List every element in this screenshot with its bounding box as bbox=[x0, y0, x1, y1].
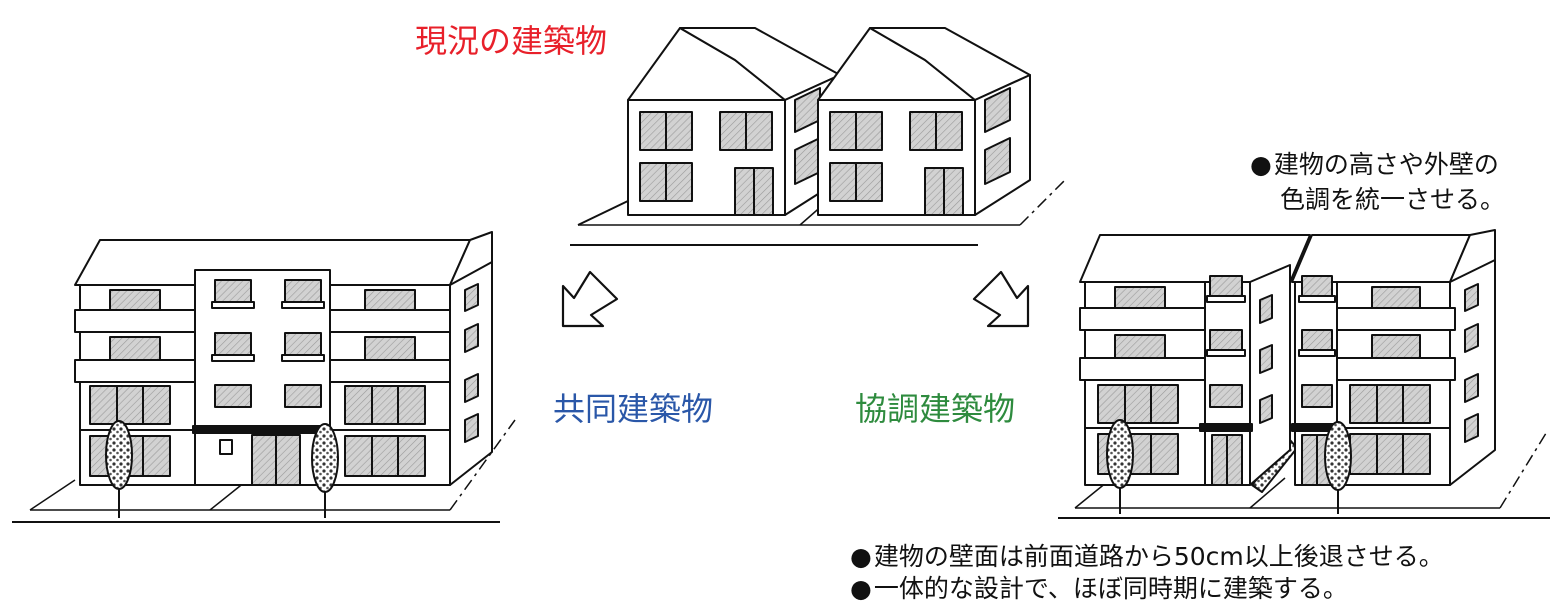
note-setback-text: 建物の壁面は前面道路から50cm以上後退させる。 bbox=[873, 542, 1444, 571]
label-current-buildings: 現況の建築物 bbox=[415, 22, 608, 60]
bullet-icon: ● bbox=[1250, 150, 1272, 179]
bullet-icon: ● bbox=[850, 574, 872, 603]
cooperative-buildings bbox=[1058, 229, 1550, 519]
current-building-a bbox=[627, 27, 841, 216]
joint-building bbox=[12, 231, 516, 523]
note-uniform-color-text: 色調を統一させる。 bbox=[1280, 185, 1506, 214]
label-cooperative-building: 協調建築物 bbox=[855, 390, 1016, 428]
cooperative-building-right bbox=[1291, 229, 1496, 486]
tree-coop-left bbox=[1106, 419, 1134, 514]
tree-left bbox=[105, 420, 133, 518]
note-design: ●一体的な設計で、ほぼ同時期に建築する。 bbox=[850, 576, 1348, 601]
label-joint-building: 共同建築物 bbox=[553, 390, 714, 428]
arrow-down-right-icon bbox=[972, 270, 1030, 328]
note-uniform-color: 色調を統一させる。 bbox=[1280, 187, 1505, 212]
current-building-b bbox=[817, 27, 1031, 216]
arrow-down-left-icon bbox=[561, 270, 619, 328]
note-uniform-height: ●建物の高さや外壁の bbox=[1250, 152, 1499, 177]
note-setback: ●建物の壁面は前面道路から50cm以上後退させる。 bbox=[850, 544, 1444, 569]
cooperative-building-left bbox=[1079, 234, 1311, 486]
note-uniform-height-text: 建物の高さや外壁の bbox=[1273, 150, 1499, 179]
tree-coop-right bbox=[1324, 421, 1352, 514]
tree-right bbox=[311, 423, 339, 518]
current-buildings bbox=[570, 27, 1066, 246]
note-design-text: 一体的な設計で、ほぼ同時期に建築する。 bbox=[873, 574, 1348, 603]
bullet-icon: ● bbox=[850, 542, 872, 571]
